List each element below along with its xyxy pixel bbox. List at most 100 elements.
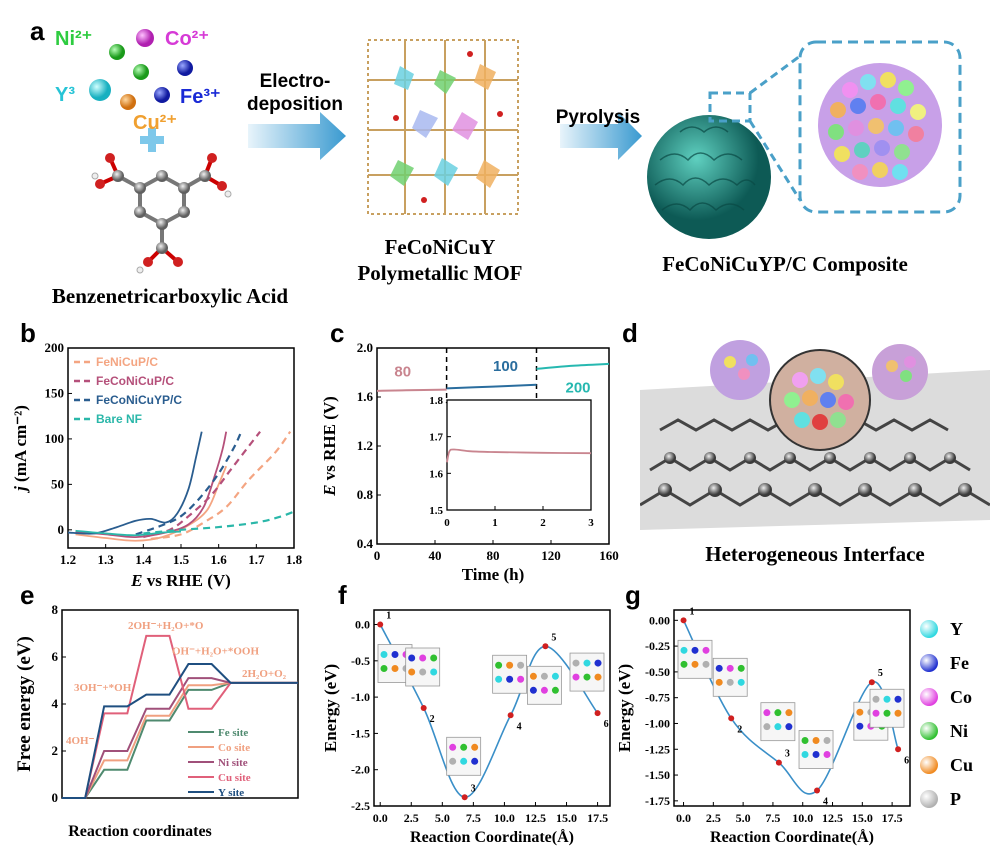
co-sphere-icon — [136, 29, 154, 47]
x-tick-label: 0.0 — [676, 811, 691, 825]
x-tick-label: 40 — [429, 548, 442, 563]
atom-dot — [471, 743, 479, 751]
x-tick-label: 15.0 — [556, 811, 577, 825]
x-axis-label: Time (h) — [462, 565, 525, 584]
series-dashed-line — [135, 431, 243, 536]
graphene-atoms-icon — [658, 452, 972, 497]
atom-dot — [529, 672, 537, 680]
y-tick-label: 2 — [52, 743, 59, 758]
atom-dot — [380, 665, 388, 673]
x-tick-label: 10.0 — [494, 811, 515, 825]
element-sphere-icon — [920, 756, 938, 774]
electrodeposition-label: Electro- deposition — [236, 70, 354, 116]
atom-dot — [517, 675, 525, 683]
series-dashed-line — [143, 510, 295, 535]
energy-point — [868, 679, 875, 686]
atom-dot — [419, 668, 427, 676]
point-label: 2 — [430, 714, 435, 725]
x-tick-label: 1.3 — [98, 552, 115, 567]
atom-dot — [691, 660, 699, 668]
ni-sphere-icon — [109, 44, 125, 60]
y-tick-label: 0.4 — [357, 536, 374, 551]
energy-point — [680, 617, 687, 624]
ion-label-y: Y³ — [55, 84, 75, 106]
element-sphere-icon — [920, 790, 938, 808]
y-axis-label: Energy (eV) — [321, 664, 340, 752]
atom-dot — [506, 675, 514, 683]
y-tick-label: 0.8 — [357, 487, 374, 502]
x-tick-label: 12.5 — [525, 811, 546, 825]
cu-sphere-icon — [120, 94, 136, 110]
atom-dot — [680, 646, 688, 654]
y-tick-label: -2.5 — [351, 799, 370, 813]
plus-icon — [140, 128, 164, 152]
atom-dot — [506, 661, 514, 669]
element-legend-item: Fe — [920, 646, 998, 680]
y-tick-label: 1.2 — [357, 438, 373, 453]
energy-point — [775, 759, 782, 766]
atom-dot — [430, 668, 438, 676]
mof-lattice-icon — [367, 39, 519, 215]
x-tick-label: 7.5 — [466, 811, 481, 825]
y-tick-label: 50 — [51, 476, 64, 491]
acid-atoms-icon — [91, 153, 232, 274]
atom-dot — [691, 646, 699, 654]
energy-point — [377, 621, 384, 628]
point-label: 1 — [386, 611, 391, 622]
atom-dot — [460, 743, 468, 751]
arrow-right-icon — [560, 112, 642, 160]
y-axis-label-italic: E — [320, 484, 339, 496]
element-symbol-label: P — [950, 788, 961, 809]
element-sphere-icon — [920, 620, 938, 638]
electrodeposition-line1: Electro- — [259, 71, 331, 92]
x-tick-label: 15.0 — [852, 811, 873, 825]
atom-dot — [812, 737, 820, 745]
segment-line — [446, 383, 537, 390]
y-tick-label: 100 — [45, 431, 65, 446]
atom-dot — [551, 686, 559, 694]
energy-point — [507, 712, 514, 719]
y-axis-label: E vs RHE (V) — [320, 396, 339, 497]
y-tick-label: 1.7 — [429, 432, 443, 444]
atom-dot — [391, 665, 399, 673]
atom-dot — [801, 737, 809, 745]
point-label: 4 — [517, 721, 522, 732]
plot-frame — [373, 609, 611, 807]
x-axis-label: E vs RHE (V) — [130, 571, 231, 590]
y-tick-label: 0.00 — [649, 613, 670, 627]
multicolor-atoms-icon — [828, 72, 926, 180]
atom-dot — [856, 722, 864, 730]
x-axis-label-italic: E — [130, 571, 142, 590]
series-solid-line — [67, 431, 203, 535]
y-tick-label: -0.50 — [645, 665, 670, 679]
ion-label-fe: Fe³⁺ — [180, 86, 221, 108]
x-tick-label: 1.2 — [60, 552, 76, 567]
energy-step-line — [62, 663, 298, 799]
element-symbol-label: Y — [950, 618, 963, 639]
atom-dot — [583, 673, 591, 681]
element-legend-item: Y — [920, 612, 998, 646]
atom-dot — [726, 678, 734, 686]
y-tick-label: 1.8 — [429, 395, 443, 407]
panel-label-b: b — [20, 318, 36, 348]
atom-dot — [408, 654, 416, 662]
structure-snapshot — [712, 657, 748, 697]
energy-point — [728, 715, 735, 722]
atom-dot — [883, 709, 891, 717]
atom-dot — [823, 737, 831, 745]
step-annotation: 4OH⁻ — [66, 735, 95, 747]
atom-dot — [460, 757, 468, 765]
atom-dot — [391, 651, 399, 659]
structure-snapshot — [798, 730, 834, 769]
fe-sphere-icon — [154, 87, 170, 103]
legend-label: FeNiCuP/C — [96, 355, 158, 369]
atom-dot — [572, 659, 580, 667]
energy-point — [814, 787, 821, 794]
atom-dot — [449, 757, 457, 765]
panel-label-d: d — [622, 318, 638, 348]
atom-dot — [774, 723, 782, 731]
zoom-small-box — [708, 91, 752, 123]
